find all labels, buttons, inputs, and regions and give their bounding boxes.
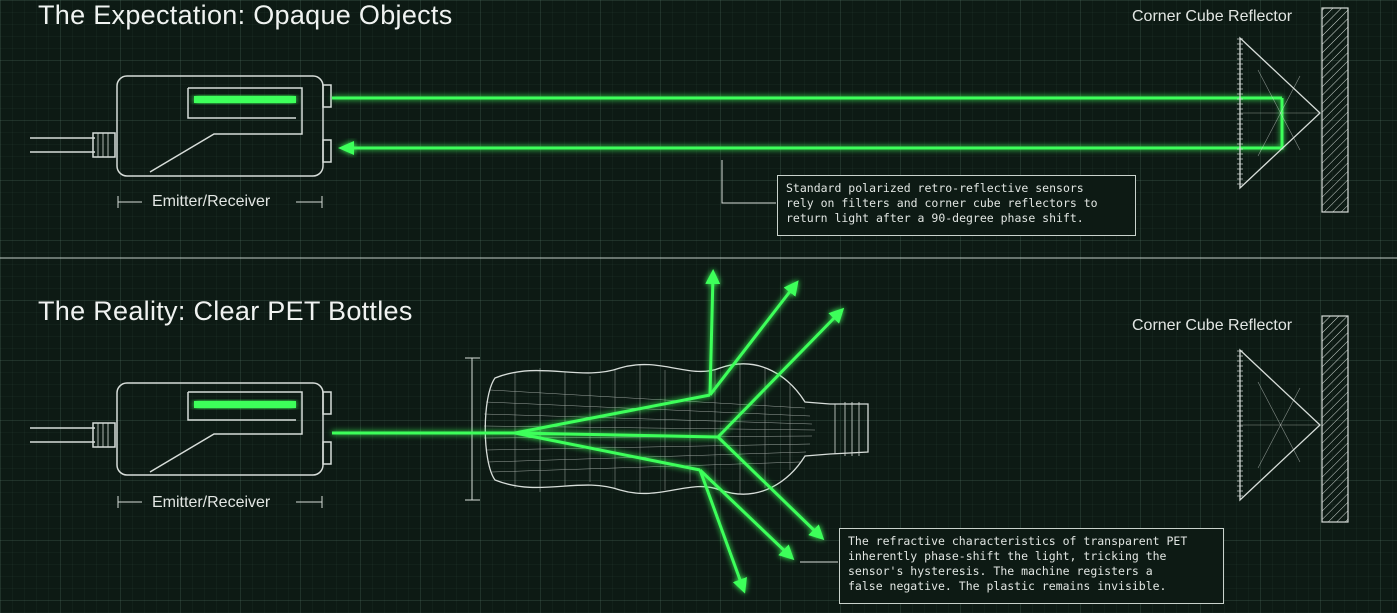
- callout-leader-top: [721, 160, 776, 204]
- scattered-ray-6: [698, 469, 747, 594]
- refracted-path-inner: [514, 431, 719, 439]
- device-label-bottom: Emitter/Receiver: [152, 494, 271, 511]
- scattered-ray-4: [716, 435, 825, 541]
- scattered-ray-5: [698, 468, 795, 561]
- emitter-receiver-bottom: [30, 382, 332, 476]
- indicator-led-top: [194, 96, 296, 103]
- reflector-label-bottom: Corner Cube Reflector: [1132, 317, 1293, 334]
- scattered-ray-3: [716, 307, 845, 439]
- reflector-label-top: Corner Cube Reflector: [1132, 8, 1293, 25]
- bottle-height-dimension: [465, 357, 480, 501]
- mounting-wall-top: [1321, 7, 1349, 213]
- indicator-led-bottom: [194, 401, 296, 408]
- pet-bottle-wireframe: [483, 363, 869, 495]
- scattered-ray-2: [708, 280, 799, 396]
- corner-cube-reflector-bottom: [1237, 348, 1321, 502]
- return-beam-top: [350, 98, 1284, 150]
- emitter-receiver-top: [30, 75, 332, 177]
- device-label-top: Emitter/Receiver: [152, 193, 271, 210]
- corner-cube-reflector-top: [1237, 36, 1321, 190]
- section-title-top: The Expectation: Opaque Objects: [38, 0, 453, 30]
- callout-note-top: Standard polarized retro-reflective sens…: [777, 175, 1136, 236]
- refracted-path-upper: [514, 393, 711, 435]
- dimension-line-top: [117, 196, 323, 208]
- callout-note-bottom: The refractive characteristics of transp…: [839, 528, 1224, 604]
- scattered-ray-1: [705, 269, 721, 396]
- return-arrowhead: [338, 141, 354, 155]
- dimension-line-bottom: [117, 496, 323, 508]
- refracted-path-lower: [514, 431, 701, 472]
- mounting-wall-bottom: [1321, 315, 1349, 523]
- section-title-bottom: The Reality: Clear PET Bottles: [38, 296, 413, 326]
